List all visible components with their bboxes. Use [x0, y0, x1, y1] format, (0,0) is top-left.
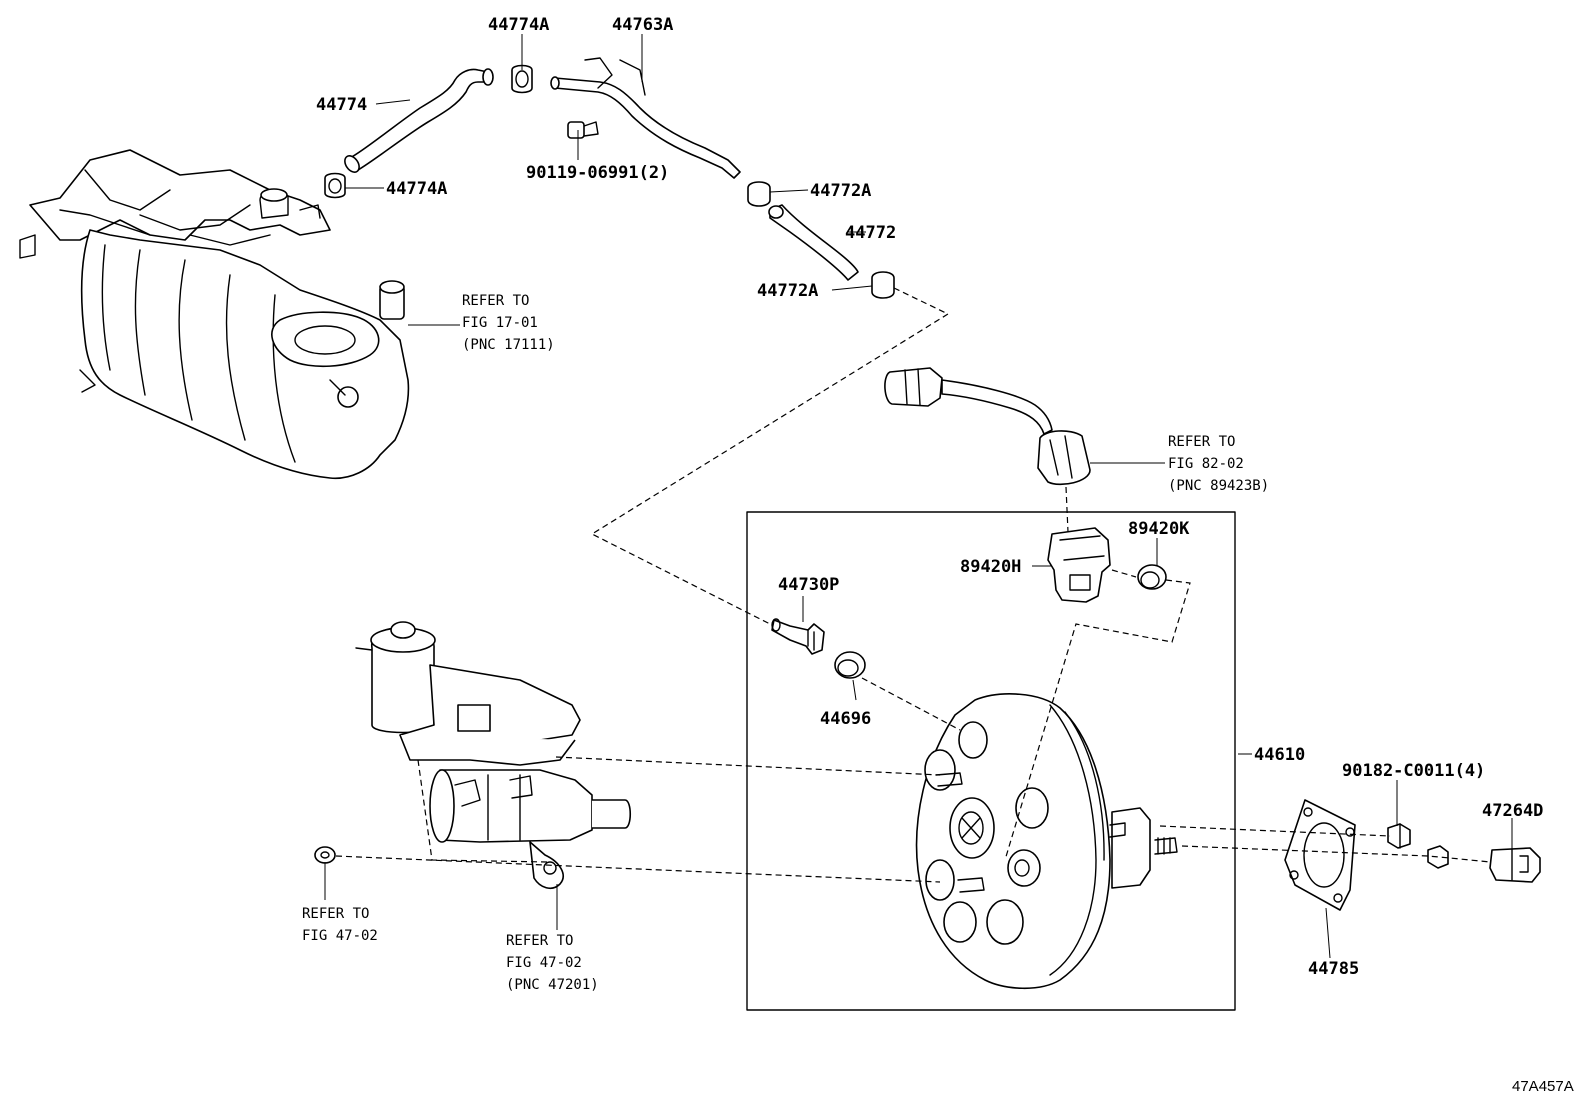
ref-reservoir-bolt-line2: FIG 47-02	[302, 928, 378, 944]
ref-master-cylinder: REFER TO FIG 47-02 (PNC 47201)	[506, 933, 599, 993]
label-90182-C0011: 90182-C0011(4)	[1342, 761, 1485, 781]
figure-code: 47A457A	[1512, 1078, 1574, 1095]
ref-master-cylinder-line2: FIG 47-02	[506, 955, 582, 971]
ref-manifold: REFER TO FIG 17-01 (PNC 17111)	[462, 293, 555, 353]
ref-sensor: REFER TO FIG 82-02 (PNC 89423B)	[1168, 434, 1269, 494]
label-44730P: 44730P	[778, 575, 839, 595]
label-89420K: 89420K	[1128, 519, 1190, 539]
ref-manifold-line3: (PNC 17111)	[462, 337, 555, 353]
label-44696: 44696	[820, 709, 871, 729]
hose-clamp-44772A-bottom	[871, 271, 895, 299]
intake-manifold-illustration	[19, 149, 410, 480]
label-44772: 44772	[845, 223, 896, 243]
ref-master-cylinder-line3: (PNC 47201)	[506, 977, 599, 993]
grommet-89420K	[1137, 564, 1167, 590]
vacuum-hose-44774	[344, 68, 494, 173]
label-44763A: 44763A	[612, 15, 673, 35]
hose-clamp-44772A-top	[747, 181, 771, 207]
clevis-47264D	[1489, 847, 1541, 883]
ref-manifold-line2: FIG 17-01	[462, 315, 538, 331]
ref-sensor-line1: REFER TO	[1168, 434, 1235, 450]
dashed-connection-lines	[335, 287, 1491, 883]
label-89420H: 89420H	[960, 557, 1021, 577]
label-44772A-bottom: 44772A	[757, 281, 818, 301]
check-valve-44730P	[771, 618, 825, 655]
ref-sensor-line2: FIG 82-02	[1168, 456, 1244, 472]
hose-clamp-44774A-top	[511, 64, 533, 94]
vacuum-sensor-wire-harness	[884, 367, 1091, 486]
nut-lower	[1427, 845, 1449, 869]
label-47264D: 47264D	[1482, 801, 1543, 821]
reservoir-set-bolt	[314, 846, 336, 864]
leader-lines	[324, 34, 1513, 959]
vacuum-sensor-89420H	[1047, 527, 1111, 603]
bolt-90119-06991	[567, 121, 599, 139]
ref-reservoir-bolt: REFER TO FIG 47-02	[302, 906, 378, 944]
brake-booster-44610	[915, 693, 1178, 990]
grommet-44696	[834, 651, 866, 679]
label-44610: 44610	[1254, 745, 1305, 765]
label-44774A-top: 44774A	[488, 15, 549, 35]
label-44772A-top: 44772A	[810, 181, 871, 201]
nut-90182-C0011	[1387, 823, 1411, 849]
label-90119-06991: 90119-06991(2)	[526, 163, 669, 183]
vacuum-hose-44772	[768, 204, 859, 281]
booster-assembly-frame	[746, 511, 1236, 1011]
ref-manifold-line1: REFER TO	[462, 293, 529, 309]
ref-sensor-line3: (PNC 89423B)	[1168, 478, 1269, 494]
label-44774: 44774	[316, 95, 367, 115]
label-44785: 44785	[1308, 959, 1359, 979]
gasket-44785	[1284, 799, 1356, 911]
ref-master-cylinder-line1: REFER TO	[506, 933, 573, 949]
ref-reservoir-bolt-line1: REFER TO	[302, 906, 369, 922]
vacuum-pipe-44763A	[550, 57, 741, 179]
master-cylinder-illustration	[355, 621, 632, 890]
hose-clamp-44774A-bottom	[324, 172, 346, 199]
label-44774A-bottom: 44774A	[386, 179, 447, 199]
